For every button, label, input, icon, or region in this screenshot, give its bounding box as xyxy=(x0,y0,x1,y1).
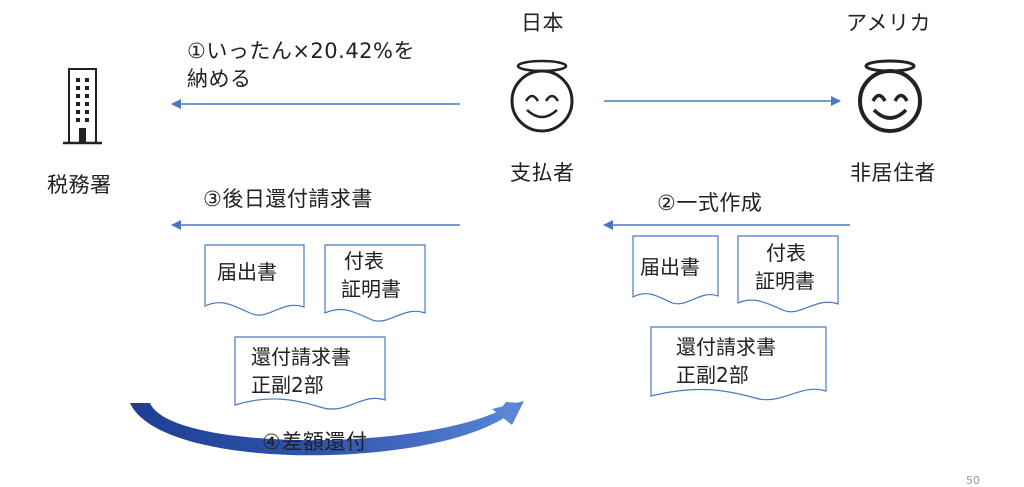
doc-shape-left-attachment xyxy=(324,244,426,322)
right-attachment-doc-line2: 証明書 xyxy=(755,269,815,293)
angel-face-payer-icon xyxy=(510,59,574,133)
angel-face-nonresident-icon xyxy=(858,59,922,133)
doc-shape-left-notification xyxy=(204,244,305,316)
doc-shape-right-refund xyxy=(650,326,827,401)
step1-label-line1: ①いったん×20.42%を xyxy=(187,39,415,63)
left-attachment-doc-line1: 付表 xyxy=(344,249,384,273)
right-notification-doc-label: 届出書 xyxy=(640,255,700,279)
building-icon xyxy=(63,68,102,145)
payer-country-label: 日本 xyxy=(521,11,564,35)
doc-shape-left-refund xyxy=(234,336,386,410)
step2-label: ②一式作成 xyxy=(657,191,763,215)
step3-label: ③後日還付請求書 xyxy=(203,187,373,211)
nonresident-label: 非居住者 xyxy=(850,161,936,185)
nonresident-country-label: アメリカ xyxy=(846,11,931,35)
payer-label: 支払者 xyxy=(510,161,575,185)
page-number: 50 xyxy=(966,474,980,487)
left-refund-doc-line2: 正副2部 xyxy=(251,373,324,397)
right-attachment-doc-line1: 付表 xyxy=(766,241,806,265)
step1-label-line2: 納める xyxy=(187,67,252,91)
left-refund-doc-line1: 還付請求書 xyxy=(251,345,351,369)
doc-shape-right-attachment xyxy=(737,235,839,313)
left-notification-doc-label: 届出書 xyxy=(217,260,277,284)
right-refund-doc-line2: 正副2部 xyxy=(676,363,749,387)
curved-arrow-head xyxy=(492,401,524,425)
tax-office-label: 税務署 xyxy=(47,173,112,197)
right-refund-doc-line1: 還付請求書 xyxy=(676,335,776,359)
curved-arrow-refund xyxy=(130,402,520,456)
step4-label: ④差額還付 xyxy=(262,430,368,454)
left-attachment-doc-line2: 証明書 xyxy=(341,277,401,301)
doc-shape-right-notification xyxy=(632,235,719,305)
